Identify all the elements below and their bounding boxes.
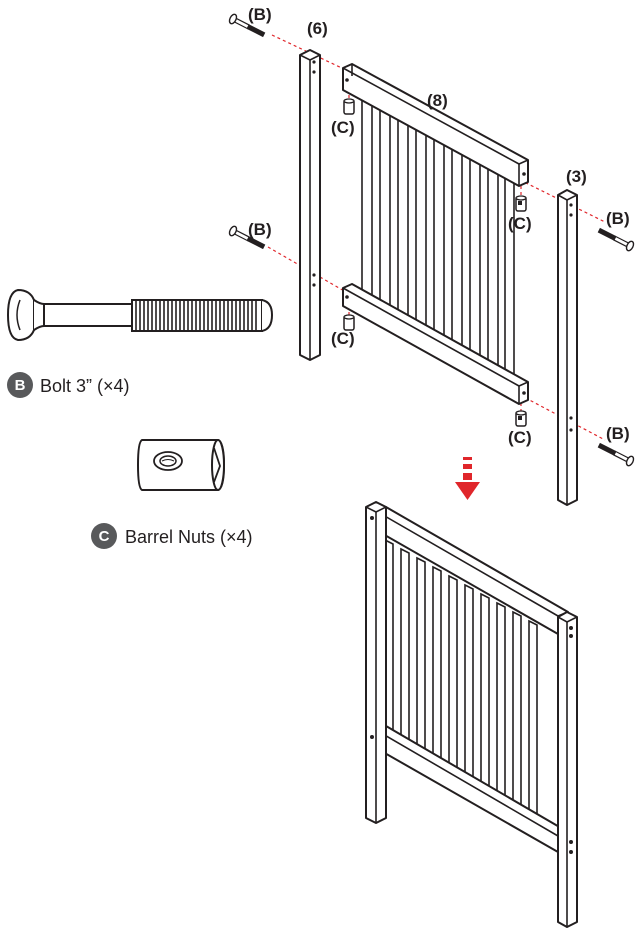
bolt-bottom-right bbox=[597, 442, 635, 467]
label-panel-8: (8) bbox=[427, 91, 448, 110]
arrow-down-icon bbox=[455, 457, 480, 500]
label-post-3: (3) bbox=[566, 167, 587, 186]
assembled-panel bbox=[365, 501, 578, 928]
post-6 bbox=[299, 49, 321, 361]
barrel-nut-bottom-right bbox=[515, 410, 527, 427]
badge-b-letter: B bbox=[15, 377, 26, 394]
legend-bolt: B Bolt 3” (×4) bbox=[7, 372, 130, 398]
legend-barrel-nuts: C Barrel Nuts (×4) bbox=[91, 523, 253, 549]
barrel-nut-illustration bbox=[136, 439, 226, 491]
legend-bolt-text: Bolt 3” (×4) bbox=[40, 376, 130, 396]
bolt-icons bbox=[228, 13, 635, 467]
legend-barrel-nuts-text: Barrel Nuts (×4) bbox=[125, 527, 253, 547]
bolt-mid-left bbox=[228, 225, 266, 250]
label-nut-top-right: (C) bbox=[508, 214, 532, 233]
post-3 bbox=[557, 189, 578, 506]
bolt-thread-lines bbox=[135, 300, 257, 331]
barrel-nut-top-left bbox=[343, 98, 355, 115]
label-post-6: (6) bbox=[307, 19, 328, 38]
label-bolt-top-right: (B) bbox=[606, 209, 630, 228]
label-nut-top-left: (C) bbox=[331, 118, 355, 137]
bolt-illustration bbox=[6, 288, 274, 342]
label-bolt-bottom-right: (B) bbox=[606, 424, 630, 443]
assembled-slats bbox=[384, 538, 538, 831]
callout-labels: (B) (6) (8) (C) (3) (C) (B) (B) (C) (C) … bbox=[248, 5, 630, 447]
label-nut-bottom-right: (C) bbox=[508, 428, 532, 447]
bolt-top-right bbox=[597, 227, 635, 252]
barrel-nut-bottom-left bbox=[343, 314, 355, 331]
bolt-top-left bbox=[228, 13, 266, 38]
badge-c-letter: C bbox=[99, 528, 110, 545]
barrel-nut-top-right bbox=[515, 195, 527, 212]
panel-8 bbox=[342, 63, 529, 405]
label-nut-bottom-left: (C) bbox=[331, 329, 355, 348]
label-bolt-top-left: (B) bbox=[248, 5, 272, 24]
badge-c bbox=[91, 523, 117, 549]
label-bolt-mid-left: (B) bbox=[248, 220, 272, 239]
badge-b bbox=[7, 372, 33, 398]
barrel-nut-icons bbox=[343, 98, 527, 427]
